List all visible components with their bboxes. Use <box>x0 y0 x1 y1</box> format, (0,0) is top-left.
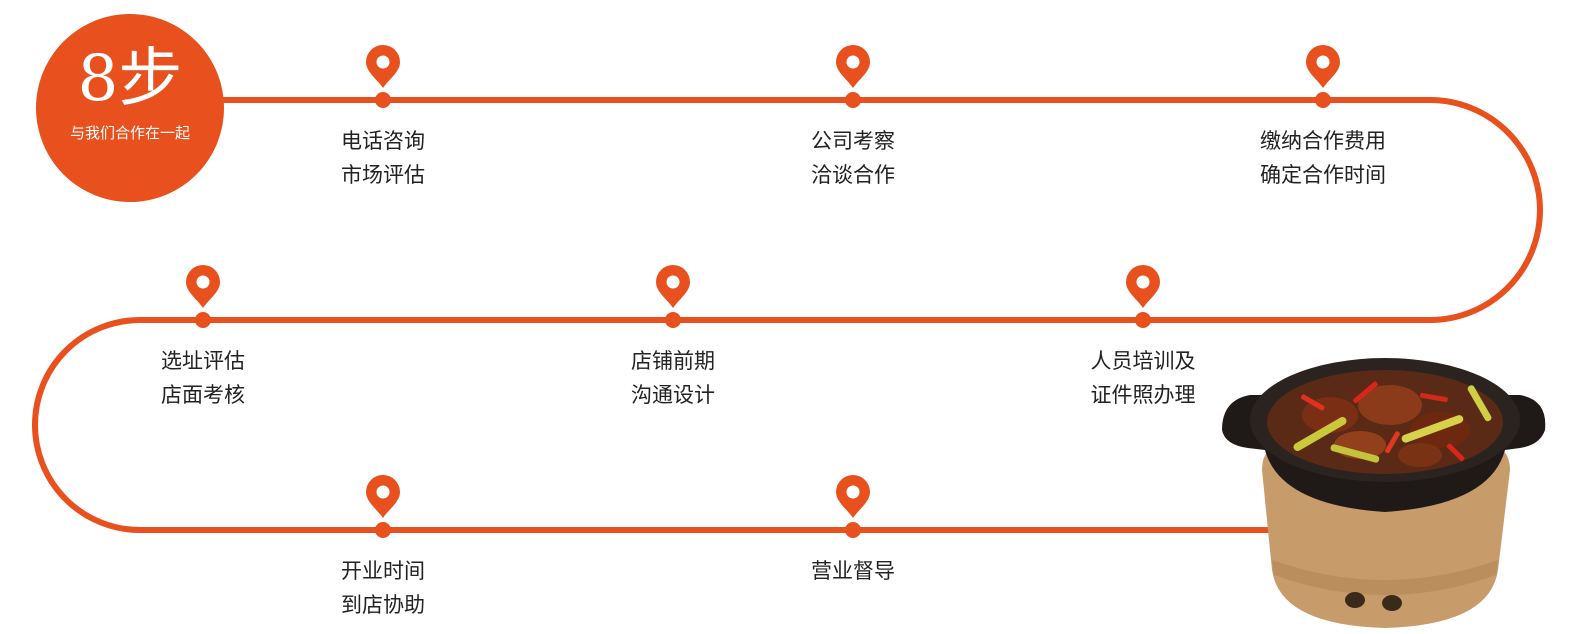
timeline-node-6 <box>1135 312 1151 328</box>
step-label-3: 缴纳合作费用 确定合作时间 <box>1243 124 1403 192</box>
step-label-6: 人员培训及 证件照办理 <box>1063 344 1223 412</box>
step-label-7: 开业时间 到店协助 <box>303 554 463 622</box>
step-line-1: 电话咨询 <box>341 129 425 153</box>
step-label-4: 选址评估 店面考核 <box>123 344 283 412</box>
step-line-1: 人员培训及 <box>1090 349 1196 373</box>
step-line-2: 沟通设计 <box>631 383 715 407</box>
step-line-1: 公司考察 <box>811 129 895 153</box>
timeline-node-8 <box>845 522 861 538</box>
step-line-1: 店铺前期 <box>631 349 715 373</box>
timeline-node-5 <box>665 312 681 328</box>
timeline-path <box>32 97 1543 533</box>
map-pin-icon <box>186 265 220 308</box>
step-line-2: 证件照办理 <box>1090 383 1196 407</box>
step-label-8: 营业督导 <box>773 554 933 588</box>
step-label-1: 电话咨询 市场评估 <box>303 124 463 192</box>
map-pin-icon <box>1306 45 1340 88</box>
steps-badge: 8步 与我们合作在一起 <box>36 14 224 202</box>
map-pin-icon <box>366 45 400 88</box>
step-line-2: 市场评估 <box>341 163 425 187</box>
step-line-2: 洽谈合作 <box>811 163 895 187</box>
map-pin-icon <box>656 265 690 308</box>
step-line-1: 选址评估 <box>161 349 245 373</box>
step-line-2: 确定合作时间 <box>1260 163 1386 187</box>
step-line-1: 开业时间 <box>341 559 425 583</box>
map-pin-icon <box>366 475 400 518</box>
timeline-node-1 <box>375 92 391 108</box>
map-pin-icon <box>836 45 870 88</box>
step-label-5: 店铺前期 沟通设计 <box>593 344 753 412</box>
step-line-1: 缴纳合作费用 <box>1260 129 1386 153</box>
timeline-node-7 <box>375 522 391 538</box>
step-line-2: 到店协助 <box>341 593 425 617</box>
timeline-node-2 <box>845 92 861 108</box>
badge-title: 8步 <box>77 42 183 116</box>
timeline-node-4 <box>195 312 211 328</box>
clay-pot-dish-illustration <box>1222 358 1546 628</box>
timeline-node-3 <box>1315 92 1331 108</box>
map-pin-icon <box>836 475 870 518</box>
step-line-1: 营业督导 <box>811 559 895 583</box>
step-label-2: 公司考察 洽谈合作 <box>773 124 933 192</box>
step-line-2: 店面考核 <box>161 383 245 407</box>
map-pin-icon <box>1126 265 1160 308</box>
badge-subtitle: 与我们合作在一起 <box>69 124 190 142</box>
